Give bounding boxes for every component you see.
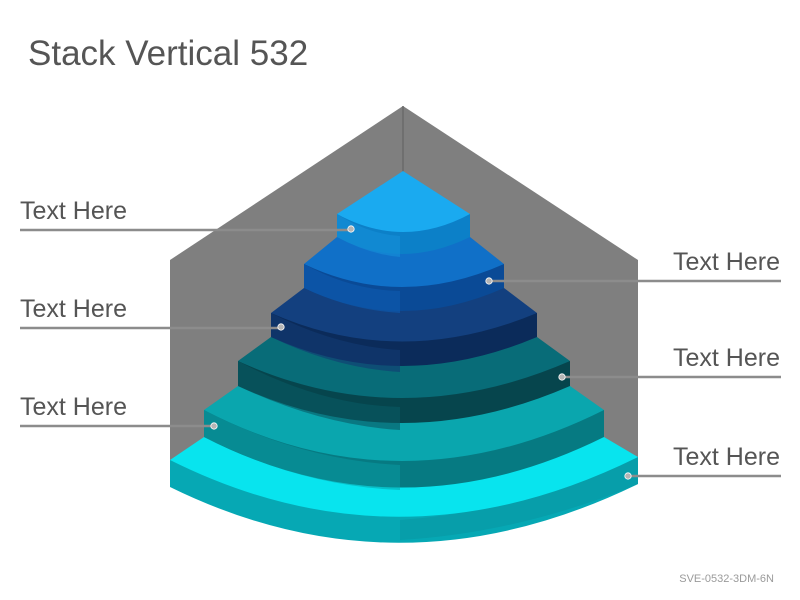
page-title: Stack Vertical 532 — [28, 34, 309, 73]
tier-3-top — [271, 288, 537, 342]
tier-3-side-shade — [271, 313, 400, 372]
label-left-2: Text Here — [20, 295, 127, 323]
connector-right-3 — [624, 472, 781, 480]
tier-1-side-shade — [337, 214, 400, 257]
connector-left-3 — [20, 422, 218, 430]
tier-1-top — [337, 171, 470, 232]
connector-right-1 — [485, 277, 781, 285]
connector-left-1 — [20, 225, 355, 233]
footer-code: SVE-0532-3DM-6N — [679, 573, 774, 585]
tier-6-side-shade — [400, 457, 638, 540]
tier-5-side-shade — [204, 410, 400, 490]
label-left-1: Text Here — [20, 197, 127, 225]
label-left-3: Text Here — [20, 393, 127, 421]
label-right-1: Text Here — [673, 248, 780, 276]
tier-2-side-shade — [304, 264, 400, 313]
label-right-3: Text Here — [673, 443, 780, 471]
tier-4-side-shade — [238, 361, 400, 430]
connector-right-2 — [558, 373, 781, 381]
tier-2-top — [304, 237, 504, 287]
tier-2 — [304, 237, 504, 313]
label-right-2: Text Here — [673, 344, 780, 372]
tier-3 — [271, 288, 537, 372]
tier-1 — [337, 171, 470, 257]
connector-left-2 — [20, 323, 285, 331]
